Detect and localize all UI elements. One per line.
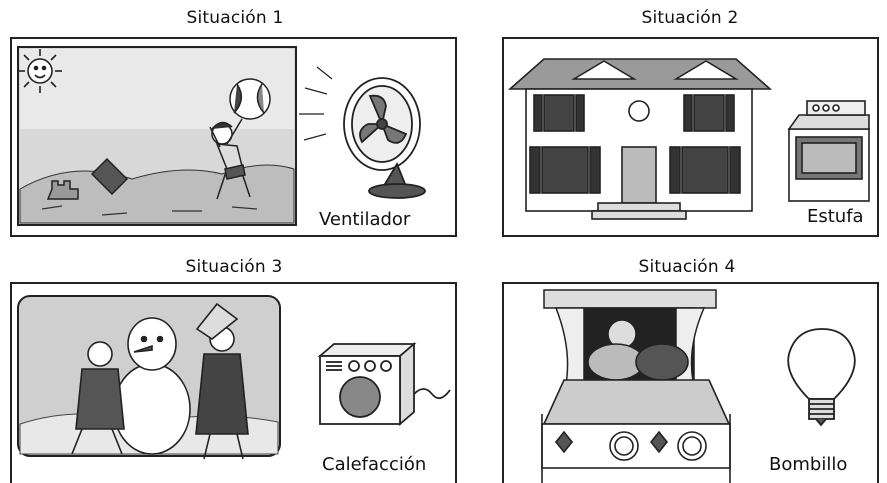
child-icon — [71, 302, 249, 460]
panel-3-illustration — [17, 295, 451, 460]
panel-4-title: Situación 4 — [638, 257, 736, 277]
panel-1-title: Situación 1 — [186, 8, 284, 28]
lightbulb-icon — [787, 328, 856, 427]
heater-icon — [317, 342, 451, 426]
panel-2-illustration — [507, 58, 870, 220]
panel-2: Estufa — [502, 37, 879, 237]
panel-1-caption: Ventilador — [316, 209, 414, 230]
fan-icon — [299, 66, 426, 199]
sun-icon — [18, 49, 62, 93]
panel-4-illustration — [541, 289, 856, 483]
panel-4-caption: Bombillo — [766, 454, 851, 475]
snowman-icon — [113, 317, 191, 455]
panel-2-caption: Estufa — [804, 206, 867, 227]
panel-1-illustration — [17, 46, 426, 226]
panel-3-caption: Calefacción — [319, 454, 430, 475]
stove-icon — [787, 100, 870, 202]
house-icon — [507, 58, 773, 220]
panel-3: Calefacción — [10, 282, 457, 483]
panel-1: Ventilador — [10, 37, 457, 237]
bucket-icon — [46, 157, 129, 200]
panel-4: Bombillo — [502, 282, 879, 483]
panel-2-title: Situación 2 — [641, 8, 739, 28]
panel-3-title: Situación 3 — [185, 257, 283, 277]
beach-ball-icon — [229, 78, 271, 120]
child-icon — [209, 118, 251, 200]
bed-icon — [541, 343, 731, 483]
